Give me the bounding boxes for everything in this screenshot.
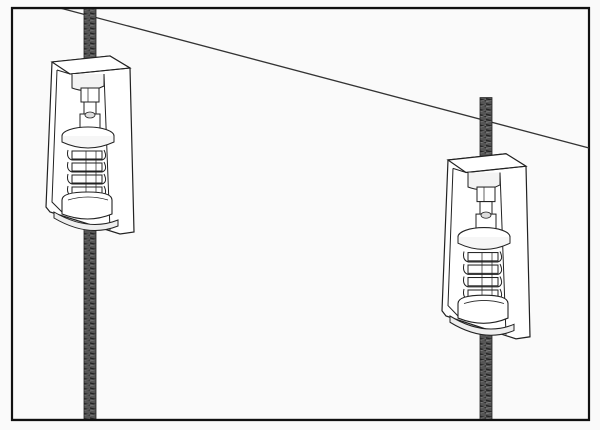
ceiling-edge (59, 7, 590, 149)
